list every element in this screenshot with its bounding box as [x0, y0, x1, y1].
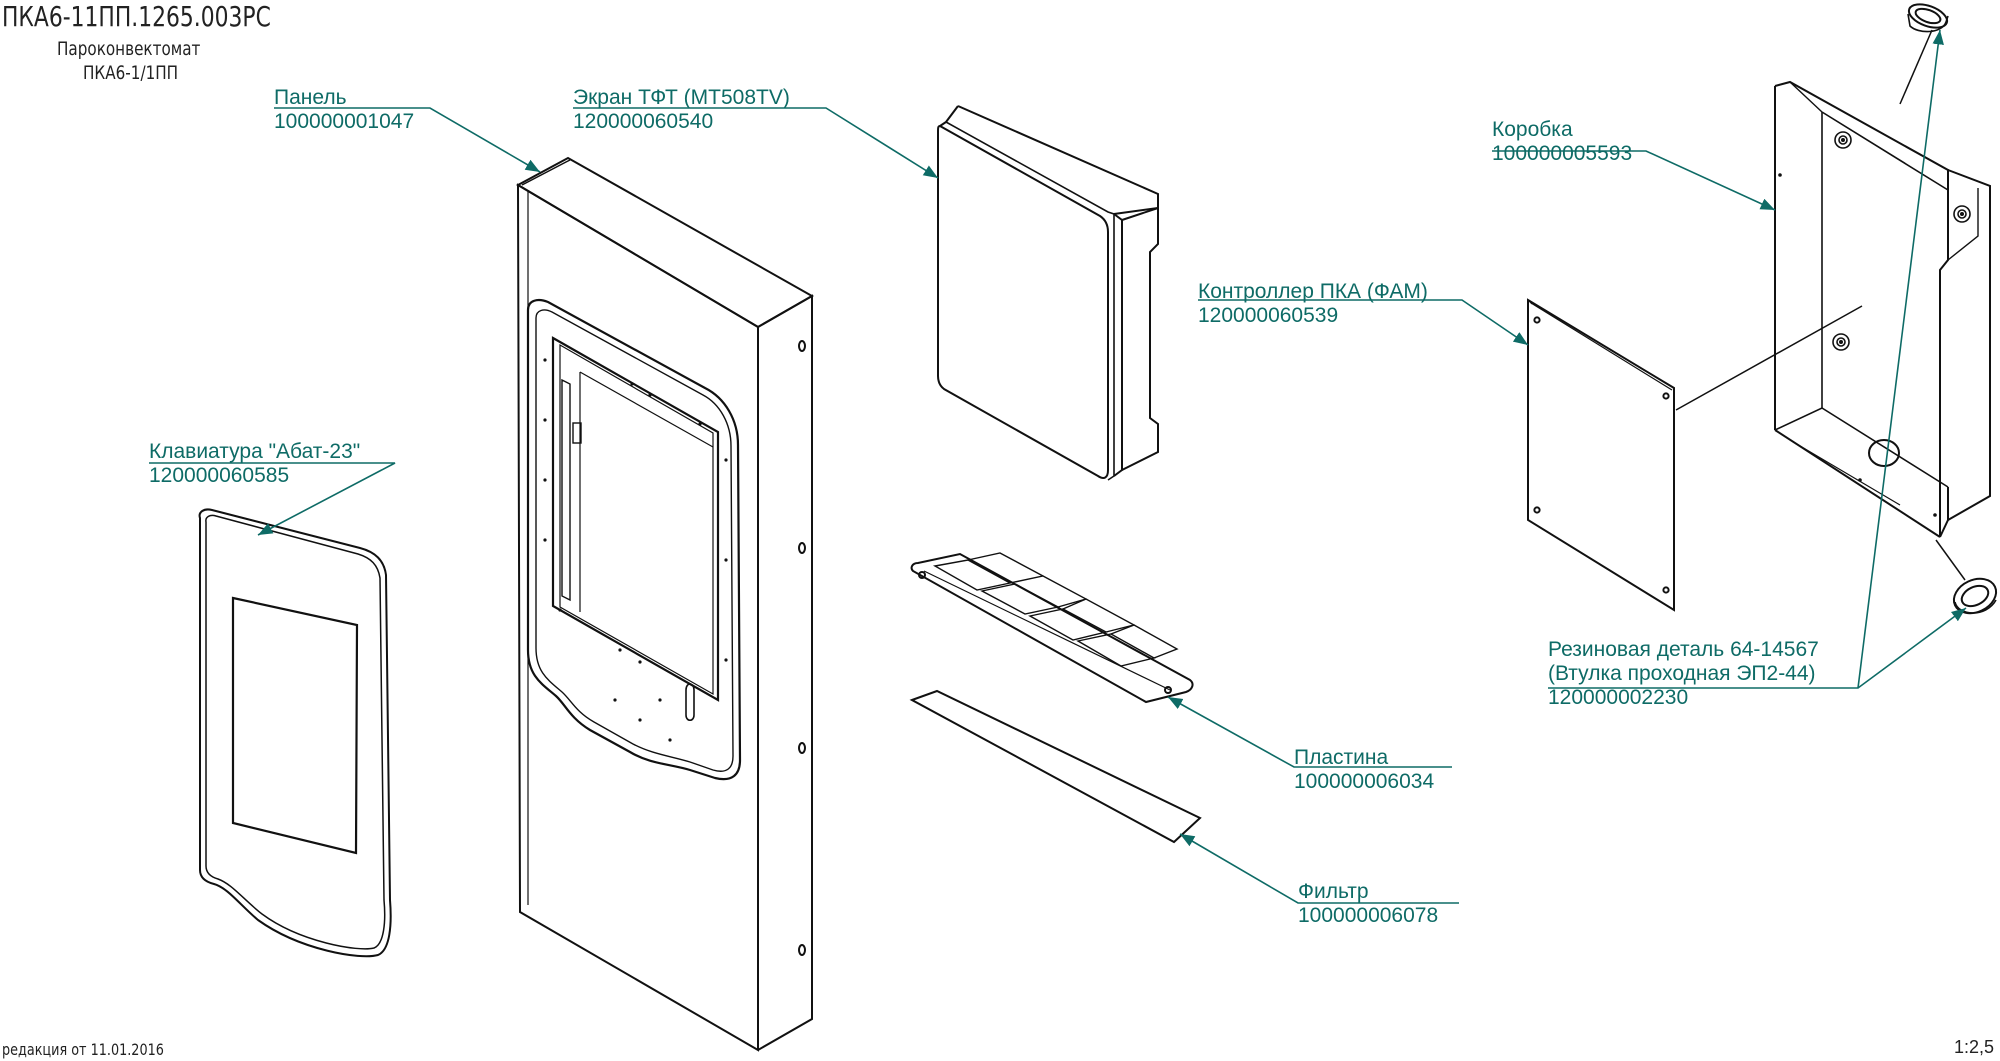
- rubber-grommet-bottom: [1952, 577, 1998, 615]
- callout-box-name: Коробка: [1492, 118, 1573, 141]
- callout-controller-code: 120000060539: [1198, 304, 1339, 327]
- controller-part: [1527, 298, 1675, 612]
- callout-screen-code: 120000060540: [573, 110, 714, 133]
- rubber-grommet-top: [1907, 3, 1949, 33]
- callout-plate: Пластина 100000006034: [1294, 746, 1434, 794]
- drawing-title: ПКА6-11ПП.1265.003РС: [2, 0, 271, 33]
- assembly-axes: [1675, 29, 1966, 581]
- callout-screen: Экран ТФТ (МТ508TV) 120000060540: [573, 86, 790, 134]
- callout-plate-name: Пластина: [1294, 746, 1389, 769]
- callout-keyboard-code: 120000060585: [149, 464, 290, 487]
- drawing-model: ПКА6-1/1ПП: [83, 62, 179, 84]
- filter-part: [909, 689, 1202, 844]
- callout-rubber-name2: (Втулка проходная ЭП2-44): [1548, 662, 1816, 685]
- box-part: [1774, 80, 1991, 538]
- callout-rubber-code: 120000002230: [1548, 686, 1689, 709]
- scale-label: 1:2,5: [1953, 1037, 1994, 1057]
- callout-filter-name: Фильтр: [1298, 880, 1369, 903]
- callout-plate-code: 100000006034: [1294, 770, 1435, 793]
- callout-screen-name: Экран ТФТ (МТ508TV): [573, 86, 790, 109]
- screen-part: [937, 105, 1159, 481]
- callout-keyboard: Клавиатура "Абат-23" 120000060585: [149, 440, 360, 488]
- callout-panel-name: Панель: [274, 86, 347, 109]
- leader-lines: [149, 29, 1967, 904]
- callout-controller: Контроллер ПКА (ФАМ) 120000060539: [1198, 280, 1428, 328]
- keyboard-part: [198, 508, 392, 958]
- callout-controller-name: Контроллер ПКА (ФАМ): [1198, 280, 1428, 303]
- drawing-subtitle: Пароконвектомат: [57, 38, 201, 60]
- revision-note: редакция от 11.01.2016: [2, 1040, 164, 1059]
- callout-panel-code: 100000001047: [274, 110, 415, 133]
- callout-box-code: 100000005593: [1492, 142, 1633, 165]
- callout-filter-code: 100000006078: [1298, 904, 1439, 927]
- callout-box: Коробка 100000005593: [1492, 118, 1632, 166]
- callout-keyboard-name: Клавиатура "Абат-23": [149, 440, 361, 463]
- callout-rubber: Резиновая деталь 64-14567 (Втулка проход…: [1548, 638, 1819, 710]
- panel-part: [515, 156, 815, 1052]
- callout-rubber-name: Резиновая деталь 64-14567: [1548, 638, 1819, 661]
- plate-part: [910, 552, 1194, 704]
- callout-filter: Фильтр 100000006078: [1298, 880, 1438, 928]
- callout-panel: Панель 100000001047: [274, 86, 414, 134]
